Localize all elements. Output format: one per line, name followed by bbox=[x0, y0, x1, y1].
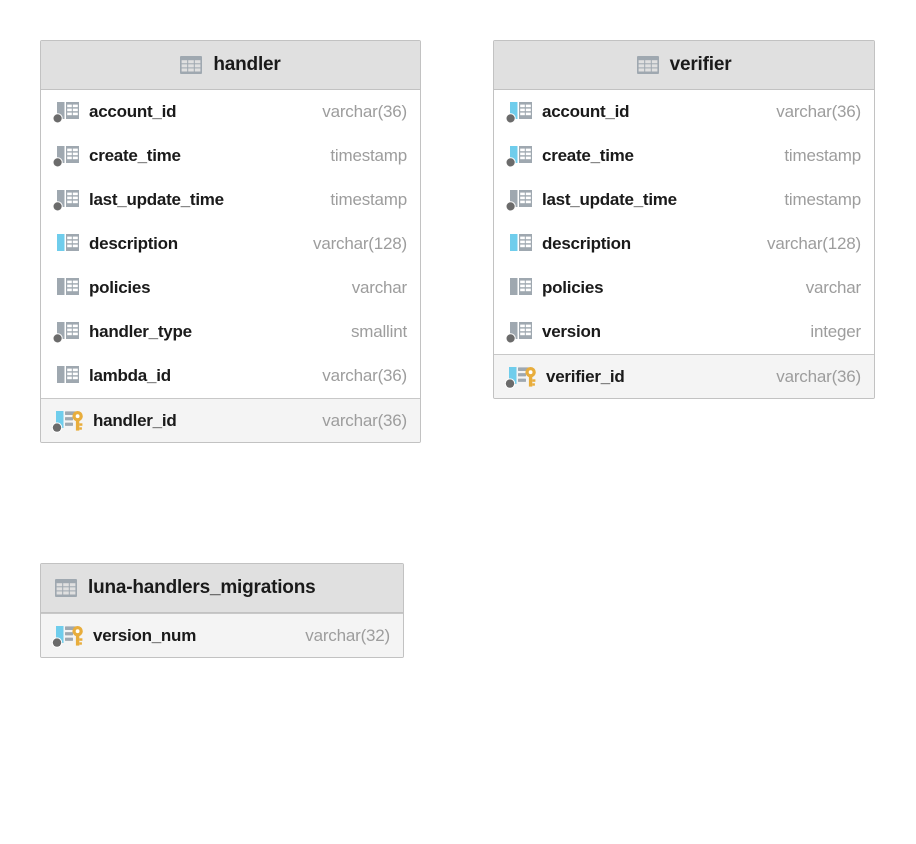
column-type: varchar(36) bbox=[776, 366, 861, 386]
column-name: account_id bbox=[542, 102, 630, 121]
table-grid-icon bbox=[55, 579, 77, 597]
column-row[interactable]: lambda_id varchar(36) bbox=[41, 354, 420, 398]
column-type: varchar(36) bbox=[322, 366, 407, 385]
column-name: version_num bbox=[93, 625, 197, 645]
entity-table-verifier[interactable]: verifier account_id varchar(36) create_time… bbox=[493, 40, 875, 399]
column-icon bbox=[505, 143, 542, 169]
entity-header[interactable]: handler bbox=[41, 41, 420, 90]
entity-title: handler bbox=[213, 54, 281, 75]
column-name: description bbox=[542, 234, 631, 253]
entity-header[interactable]: verifier bbox=[494, 41, 874, 90]
column-row[interactable]: description varchar(128) bbox=[494, 222, 874, 266]
column-row[interactable]: last_update_time timestamp bbox=[41, 178, 420, 222]
primary-key-icon bbox=[52, 625, 83, 648]
column-icon bbox=[510, 278, 532, 295]
column-type: varchar(32) bbox=[305, 625, 390, 645]
column-icon bbox=[505, 146, 532, 168]
column-icon bbox=[52, 322, 79, 344]
column-row[interactable]: description varchar(128) bbox=[41, 222, 420, 266]
entity-title: luna-handlers_migrations bbox=[88, 577, 316, 598]
column-type: varchar(128) bbox=[767, 234, 861, 253]
column-icon bbox=[505, 231, 542, 257]
column-icon bbox=[505, 319, 542, 345]
column-type: timestamp bbox=[784, 190, 861, 209]
entity-title: verifier bbox=[669, 54, 732, 75]
column-type: varchar bbox=[351, 278, 407, 297]
column-name: create_time bbox=[542, 146, 634, 165]
column-icon bbox=[505, 322, 532, 344]
column-list: version_num varchar(32) bbox=[41, 613, 403, 657]
entity-table-luna-handlers_migrations[interactable]: luna-handlers_migrations version_num varch… bbox=[40, 563, 404, 658]
column-name: account_id bbox=[89, 102, 177, 121]
column-icon bbox=[57, 366, 79, 383]
column-row[interactable]: last_update_time timestamp bbox=[494, 178, 874, 222]
column-icon bbox=[505, 275, 542, 301]
column-name: verifier_id bbox=[546, 366, 625, 386]
column-row-primary-key[interactable]: handler_id varchar(36) bbox=[41, 398, 420, 442]
column-row-primary-key[interactable]: verifier_id varchar(36) bbox=[494, 354, 874, 398]
entity-header[interactable]: luna-handlers_migrations bbox=[41, 564, 403, 613]
column-icon bbox=[52, 99, 89, 125]
column-row[interactable]: account_id varchar(36) bbox=[494, 90, 874, 134]
primary-key-icon bbox=[505, 364, 546, 390]
column-icon bbox=[57, 234, 79, 251]
column-type: varchar(36) bbox=[322, 410, 407, 430]
column-icon bbox=[52, 187, 89, 213]
column-icon bbox=[510, 234, 532, 251]
column-icon bbox=[505, 99, 542, 125]
column-row[interactable]: version integer bbox=[494, 310, 874, 354]
column-icon bbox=[52, 231, 89, 257]
column-type: timestamp bbox=[330, 146, 407, 165]
column-row-primary-key[interactable]: version_num varchar(32) bbox=[41, 613, 403, 657]
column-row[interactable]: policies varchar bbox=[41, 266, 420, 310]
column-type: varchar(36) bbox=[322, 102, 407, 121]
column-name: description bbox=[89, 234, 178, 253]
column-name: lambda_id bbox=[89, 366, 171, 385]
column-name: create_time bbox=[89, 146, 181, 165]
column-icon bbox=[57, 278, 79, 295]
column-row[interactable]: create_time timestamp bbox=[494, 134, 874, 178]
column-name: policies bbox=[542, 278, 604, 297]
column-name: last_update_time bbox=[89, 190, 224, 209]
column-type: varchar(36) bbox=[776, 102, 861, 121]
table-grid-icon bbox=[180, 56, 203, 74]
column-type: timestamp bbox=[330, 190, 407, 209]
column-list: account_id varchar(36) create_time timestam… bbox=[494, 90, 874, 398]
column-name: handler_type bbox=[89, 322, 192, 341]
column-name: last_update_time bbox=[542, 190, 677, 209]
column-row[interactable]: create_time timestamp bbox=[41, 134, 420, 178]
column-icon bbox=[52, 143, 89, 169]
column-icon bbox=[505, 187, 542, 213]
column-type: timestamp bbox=[784, 146, 861, 165]
primary-key-icon bbox=[52, 408, 93, 434]
column-name: handler_id bbox=[93, 410, 177, 430]
column-type: varchar bbox=[805, 278, 861, 297]
column-icon bbox=[52, 275, 89, 301]
column-type: smallint bbox=[350, 322, 407, 341]
column-icon bbox=[505, 102, 532, 124]
column-icon bbox=[52, 319, 89, 345]
column-type: integer bbox=[810, 322, 861, 341]
column-name: policies bbox=[89, 278, 151, 297]
column-row[interactable]: handler_type smallint bbox=[41, 310, 420, 354]
primary-key-icon bbox=[52, 410, 83, 433]
column-icon bbox=[505, 190, 532, 212]
column-icon bbox=[52, 102, 79, 124]
column-icon bbox=[52, 190, 79, 212]
column-row[interactable]: policies varchar bbox=[494, 266, 874, 310]
column-type: varchar(128) bbox=[313, 234, 407, 253]
primary-key-icon bbox=[505, 366, 536, 389]
column-icon bbox=[52, 363, 89, 389]
column-list: account_id varchar(36) create_time timestam… bbox=[41, 90, 420, 442]
column-row[interactable]: account_id varchar(36) bbox=[41, 90, 420, 134]
column-name: version bbox=[542, 322, 601, 341]
primary-key-icon bbox=[52, 623, 93, 649]
table-grid-icon bbox=[636, 56, 659, 74]
column-icon bbox=[52, 146, 79, 168]
